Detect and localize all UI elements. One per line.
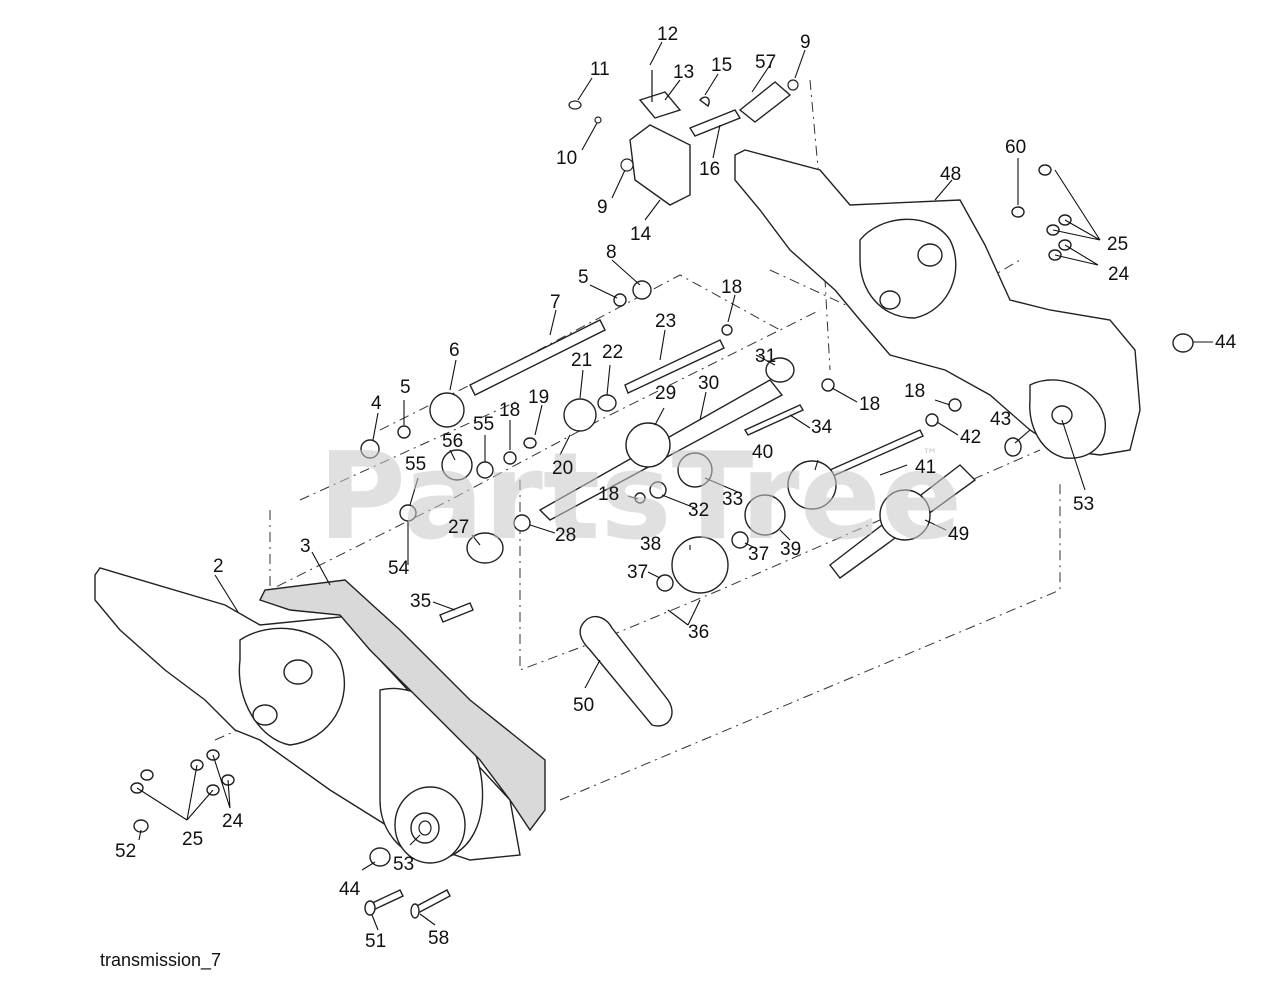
part-label: 48 xyxy=(940,164,961,185)
part-label: 51 xyxy=(365,931,386,952)
part-label: 35 xyxy=(410,591,431,612)
part-label: 56 xyxy=(442,431,463,452)
watermark-trademark: ™ xyxy=(922,445,938,464)
part-label: 42 xyxy=(960,427,981,448)
part-label: 28 xyxy=(555,525,576,546)
part-label: 22 xyxy=(602,342,623,363)
part-label: 8 xyxy=(606,242,617,263)
part-label: 34 xyxy=(811,417,833,438)
part-label: 5 xyxy=(578,267,589,288)
part-label: 43 xyxy=(990,409,1011,430)
left-cover xyxy=(259,579,546,832)
part-label: 33 xyxy=(722,489,743,510)
part-label: 2 xyxy=(213,556,224,577)
part-label: 18 xyxy=(904,381,925,402)
part-label: 49 xyxy=(948,524,969,545)
part-label: 14 xyxy=(630,224,652,245)
part-label: 38 xyxy=(640,534,661,555)
washers xyxy=(130,164,1194,867)
part-label: 53 xyxy=(393,854,414,875)
part-label: 10 xyxy=(556,148,577,169)
part-label: 21 xyxy=(571,350,592,371)
diagram-caption: transmission_7 xyxy=(100,950,221,971)
part-label: 25 xyxy=(182,829,203,850)
part-label: 37 xyxy=(627,562,648,583)
belt xyxy=(579,616,673,727)
part-label: 58 xyxy=(428,928,449,949)
part-label: 31 xyxy=(755,346,776,367)
part-label: 6 xyxy=(449,340,460,361)
part-label: 30 xyxy=(698,373,719,394)
part-label: 13 xyxy=(673,62,694,83)
part-label: 37 xyxy=(748,544,769,565)
part-label: 55 xyxy=(473,414,494,435)
part-label: 9 xyxy=(800,32,811,53)
gears xyxy=(429,392,931,594)
part-label: 23 xyxy=(655,311,676,332)
part-label: 32 xyxy=(688,500,709,521)
part-label: 18 xyxy=(499,400,520,421)
part-label: 53 xyxy=(1073,494,1094,515)
part-label: 11 xyxy=(590,59,610,80)
part-label: 18 xyxy=(598,484,619,505)
part-label: 29 xyxy=(655,383,676,404)
part-label: 39 xyxy=(780,539,801,560)
part-label: 44 xyxy=(339,879,361,900)
part-label: 44 xyxy=(1215,332,1237,353)
part-label: 3 xyxy=(300,536,311,557)
part-label: 24 xyxy=(1108,264,1130,285)
part-label: 15 xyxy=(711,55,732,76)
watermark-text: PartsTree xyxy=(318,428,962,567)
part-label: 18 xyxy=(859,394,880,415)
part-label: 60 xyxy=(1005,137,1026,158)
part-label: 27 xyxy=(448,517,469,538)
part-label: 25 xyxy=(1107,234,1128,255)
part-label: 54 xyxy=(388,558,410,579)
part-label: 57 xyxy=(755,52,776,73)
part-labels: 2 3 4 5 5 6 7 8 9 9 10 11 12 13 14 15 16… xyxy=(115,24,1237,952)
part-label: 16 xyxy=(699,159,720,180)
part-label: 12 xyxy=(657,24,678,45)
right-housing xyxy=(734,149,1141,459)
part-label: 9 xyxy=(597,197,608,218)
part-label: 19 xyxy=(528,387,549,408)
part-label: 36 xyxy=(688,622,709,643)
part-label: 7 xyxy=(550,292,561,313)
part-label: 52 xyxy=(115,841,136,862)
shift-bracket xyxy=(568,70,799,206)
part-label: 20 xyxy=(552,458,573,479)
leader-lines xyxy=(136,41,1213,931)
part-label: 4 xyxy=(371,393,382,414)
part-label: 41 xyxy=(915,457,936,478)
part-label: 40 xyxy=(752,442,773,463)
part-label: 55 xyxy=(405,454,426,475)
part-label: 5 xyxy=(400,377,411,398)
part-label: 24 xyxy=(222,811,244,832)
pulley-left xyxy=(394,786,466,864)
part-label: 50 xyxy=(573,695,594,716)
part-label: 18 xyxy=(721,277,742,298)
bolts xyxy=(364,889,451,919)
